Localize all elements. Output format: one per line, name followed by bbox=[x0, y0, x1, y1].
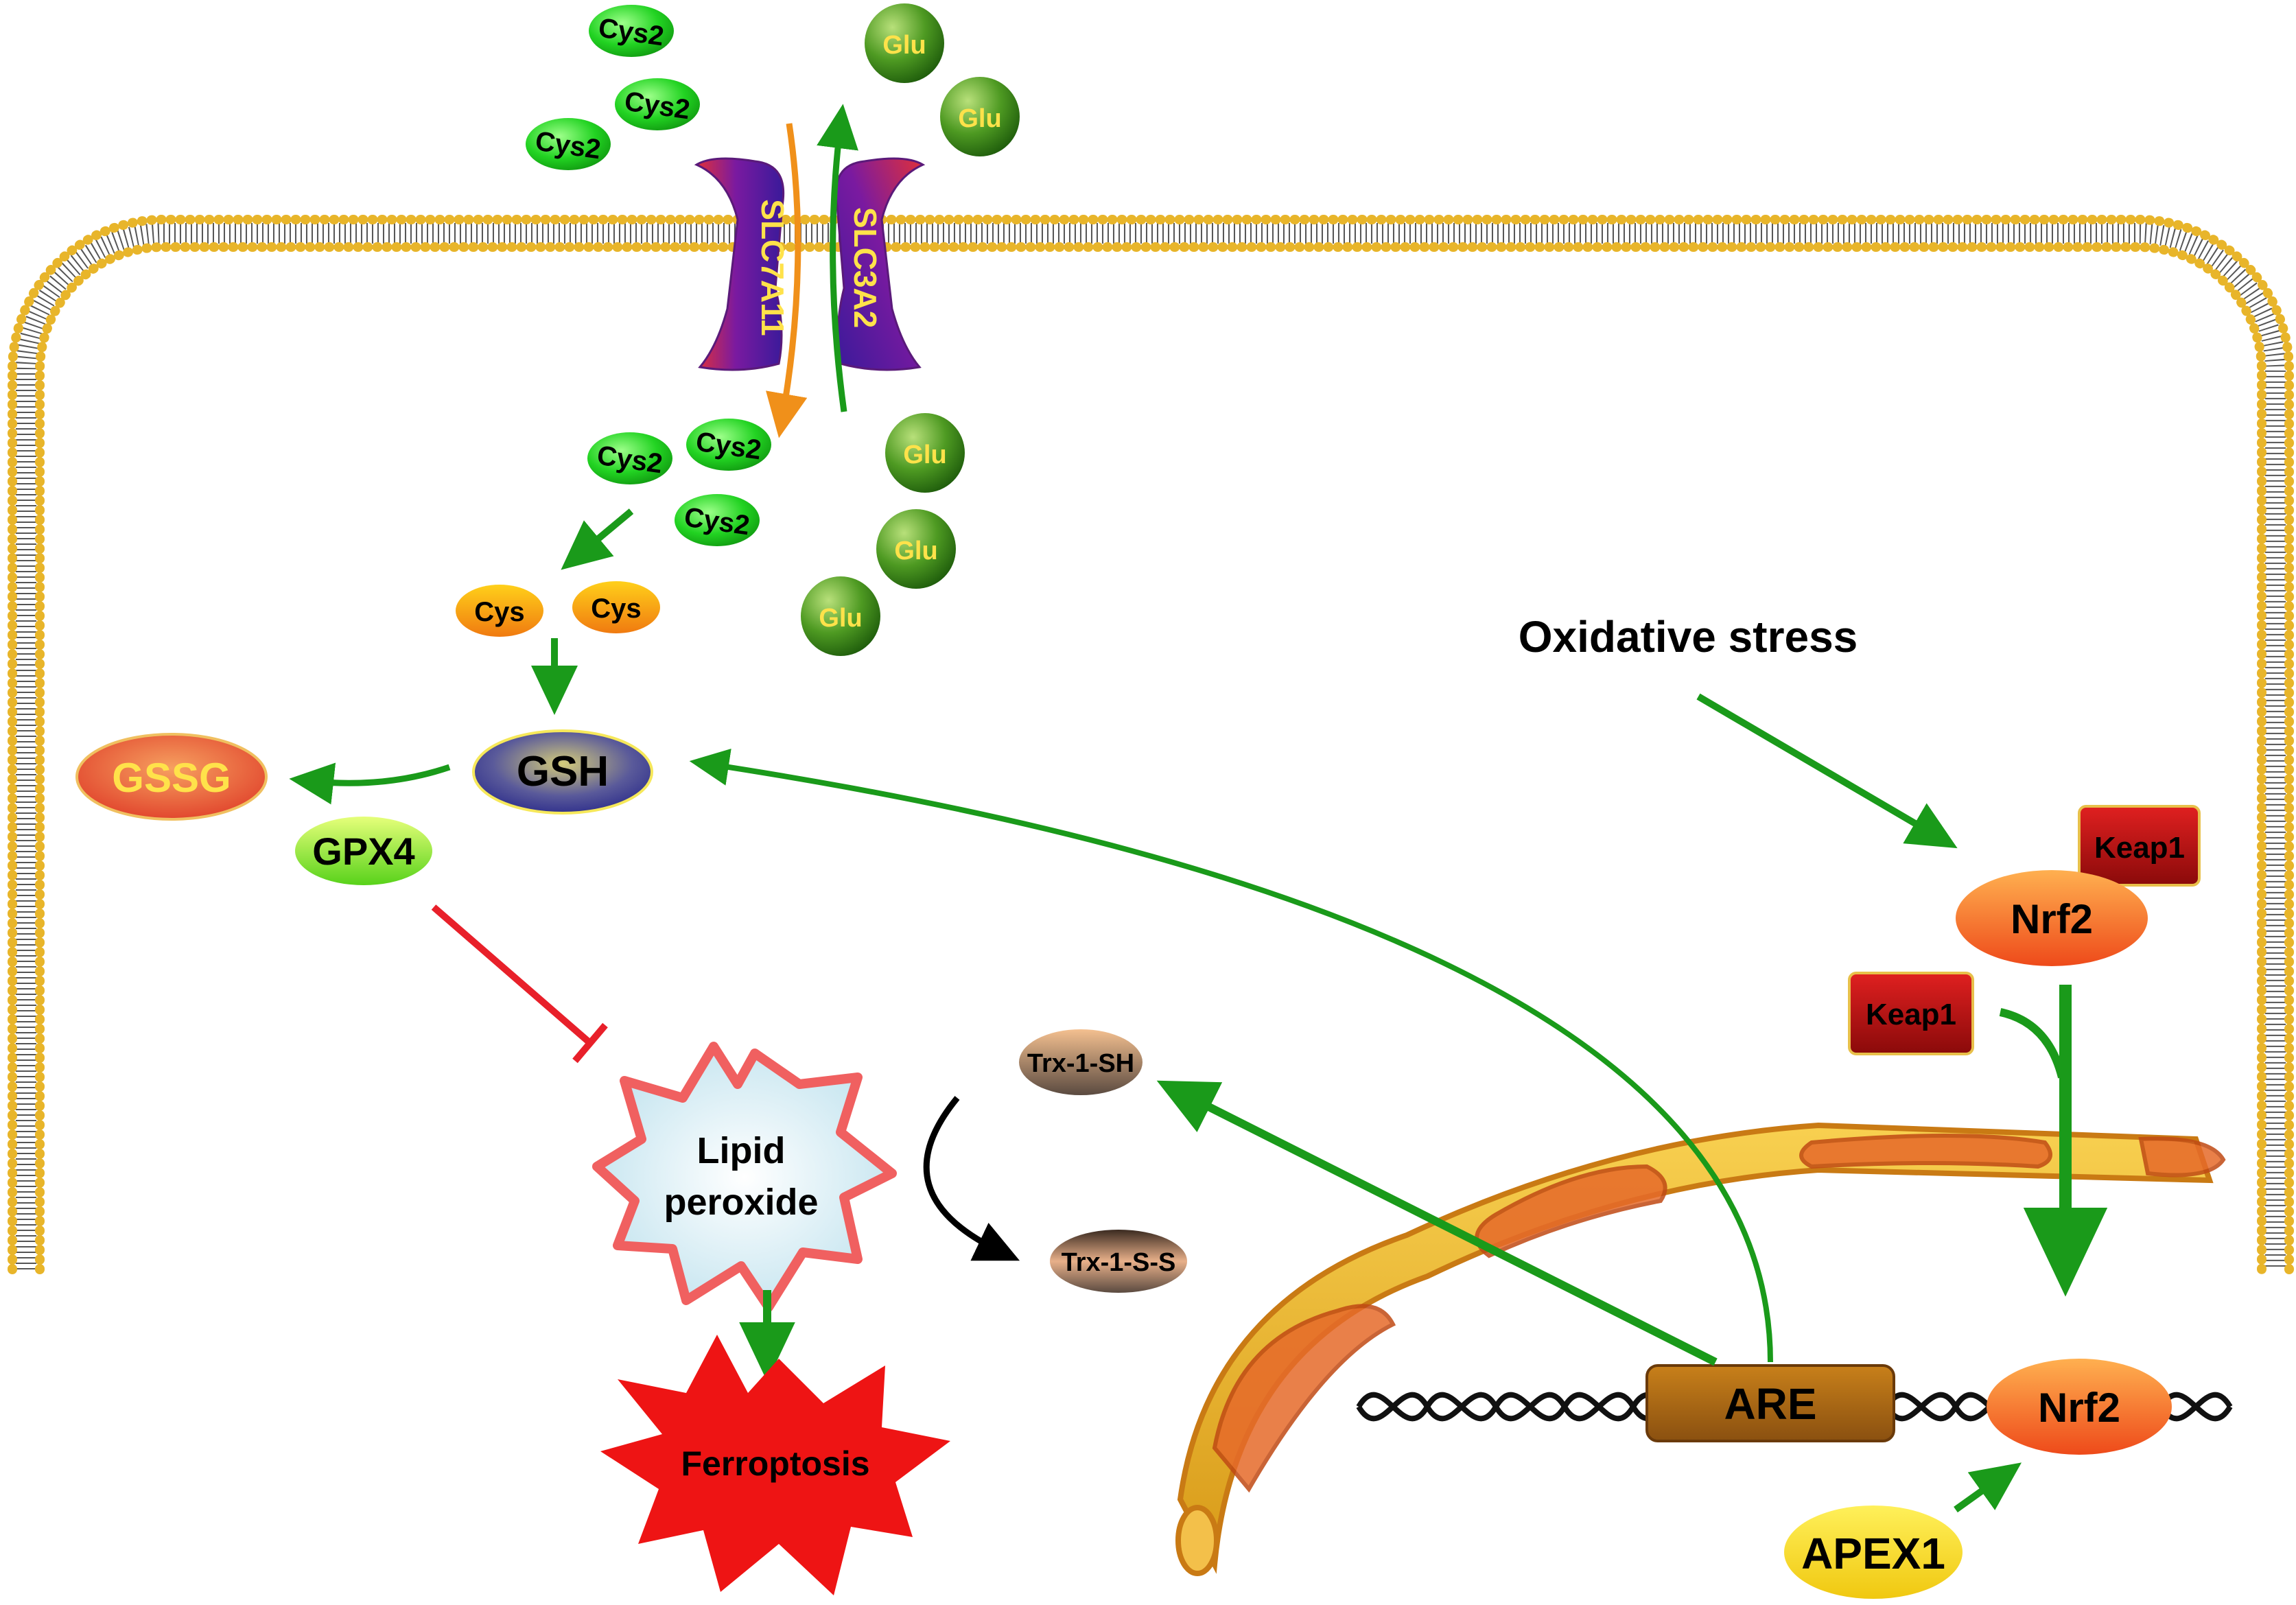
lipid-label-line1: Lipid bbox=[697, 1130, 786, 1171]
trx-oxidation-arrow bbox=[923, 1096, 1020, 1261]
intracellular-cys2-2: Cys2 bbox=[686, 419, 771, 471]
keap1-released-node: Keap1 bbox=[1848, 972, 1974, 1055]
are-to-gsh-arrow bbox=[689, 748, 1773, 1363]
gpx4-inhibition-line bbox=[431, 904, 608, 1064]
glu-label: Glu bbox=[819, 604, 862, 633]
intracellular-glu-2: Glu bbox=[876, 509, 956, 589]
nrf2-nucleus-node: Nrf2 bbox=[1987, 1359, 2172, 1455]
lipid-peroxide-node: Lipid peroxide bbox=[592, 1042, 897, 1312]
cell-membrane bbox=[8, 215, 2294, 1274]
intracellular-cys2-3: Cys2 bbox=[675, 494, 760, 546]
gpx4-node: GPX4 bbox=[295, 817, 432, 885]
extracellular-cys2-3: Cys2 bbox=[526, 118, 611, 170]
are-node: ARE bbox=[1645, 1364, 1895, 1442]
gsh-label: GSH bbox=[517, 748, 609, 795]
slc7a11-label: SLC7A11 bbox=[755, 199, 790, 336]
are-to-trx-arrow bbox=[1156, 1080, 1718, 1366]
intracellular-glu-3: Glu bbox=[801, 576, 880, 656]
cys-2: Cys bbox=[572, 581, 660, 633]
slc3a2-label: SLC3A2 bbox=[847, 207, 883, 328]
ferroptosis-node: Ferroptosis bbox=[600, 1335, 950, 1595]
oxidative-stress-label: Oxidative stress bbox=[1519, 612, 1858, 661]
extracellular-cys2-2: Cys2 bbox=[615, 78, 700, 130]
slc3a2-transporter: SLC3A2 bbox=[834, 157, 926, 371]
keap1-label: Keap1 bbox=[2094, 831, 2185, 865]
oxidative-stress-arrow bbox=[1696, 693, 1958, 849]
cys-label: Cys bbox=[591, 594, 641, 624]
intracellular-cys2-1: Cys2 bbox=[587, 432, 672, 484]
gsh-to-gssg-arrow bbox=[289, 762, 451, 805]
slc7a11-transporter: SLC7A11 bbox=[694, 157, 790, 371]
extracellular-cys2-1: Cys2 bbox=[589, 5, 674, 57]
nuclear-envelope bbox=[1175, 1122, 2226, 1576]
gssg-node: GSSG bbox=[75, 733, 268, 821]
keap1-label: Keap1 bbox=[1866, 998, 1956, 1031]
glu-label: Glu bbox=[882, 31, 926, 60]
extracellular-glu-2: Glu bbox=[940, 77, 1020, 156]
trx-1-s-s-node: Trx-1-S-S bbox=[1050, 1230, 1187, 1293]
nrf2-label: Nrf2 bbox=[2011, 896, 2093, 942]
trx-sh-label: Trx-1-SH bbox=[1027, 1049, 1134, 1078]
apex1-node: APEX1 bbox=[1784, 1506, 1963, 1599]
trx-1-sh-node: Trx-1-SH bbox=[1019, 1029, 1143, 1095]
trx-ss-label: Trx-1-S-S bbox=[1062, 1248, 1176, 1277]
cys2-to-cys-arrow bbox=[561, 508, 634, 570]
cys2-import-arrow bbox=[766, 123, 808, 438]
gssg-label: GSSG bbox=[112, 755, 231, 801]
glu-label: Glu bbox=[958, 104, 1001, 133]
apex1-label: APEX1 bbox=[1801, 1529, 1945, 1578]
nrf2-cytoplasm-node: Nrf2 bbox=[1956, 870, 2148, 966]
lipid-label-line2: peroxide bbox=[664, 1182, 818, 1223]
glu-label: Glu bbox=[894, 537, 937, 565]
gsh-node: GSH bbox=[472, 729, 653, 815]
intracellular-glu-1: Glu bbox=[885, 413, 965, 493]
are-label: ARE bbox=[1724, 1379, 1816, 1429]
nrf2-label: Nrf2 bbox=[2038, 1385, 2120, 1431]
cys-1: Cys bbox=[456, 585, 543, 637]
glu-label: Glu bbox=[903, 441, 946, 469]
keap1-bound-node: Keap1 bbox=[2078, 805, 2201, 887]
keap1-release-arrow bbox=[1999, 1008, 2066, 1079]
apex1-to-nrf2-arrow bbox=[1954, 1462, 2022, 1513]
cys-label: Cys bbox=[474, 597, 524, 627]
glu-export-arrow bbox=[817, 104, 858, 412]
extracellular-glu-1: Glu bbox=[865, 3, 944, 83]
gpx4-label: GPX4 bbox=[312, 830, 414, 873]
ferroptosis-label: Ferroptosis bbox=[681, 1444, 869, 1483]
